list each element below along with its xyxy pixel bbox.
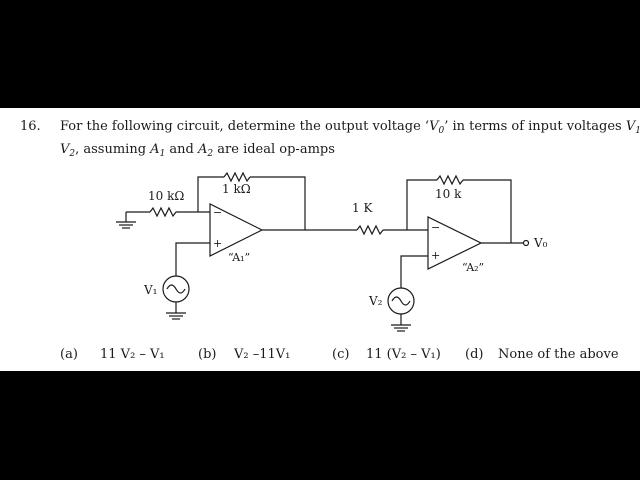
opamp-a1-plus: +: [213, 237, 222, 250]
option-a-text: 11 V₂ – V₁: [100, 347, 165, 362]
resistor-r1-label: 10 kΩ: [148, 189, 184, 203]
opamp-a2-plus: +: [431, 249, 440, 262]
wire: [406, 179, 437, 230]
resistor-r2-label: 1 K: [352, 201, 373, 215]
output-v0-label: V₀: [533, 236, 548, 250]
output-terminal: [522, 239, 530, 247]
sine-icon: [391, 296, 411, 306]
option-d-letter: (d): [465, 347, 484, 362]
ground-symbol-left: [116, 212, 136, 229]
question-text-line-1: For the following circuit, determine the…: [60, 119, 640, 136]
wire: [400, 255, 428, 288]
option-b-text: V₂ –11V₁: [234, 347, 291, 362]
resistor-rf1: [223, 171, 251, 183]
opamp-a1-label: “A₁”: [228, 251, 250, 264]
circuit-diagram: − + “A₁” V₁ − + “A₂” V₀ V₂: [116, 171, 548, 332]
resistor-rf2: [436, 174, 464, 186]
question-text: ’ in terms of input voltages: [444, 119, 626, 134]
opamp-a2: [427, 216, 483, 270]
option-d-text: None of the above: [498, 347, 619, 362]
ground-symbol-v2: [391, 324, 411, 332]
a1-symbol: A1: [150, 142, 166, 159]
wire: [463, 179, 512, 243]
option-c-text: 11 (V₂ – V₁): [366, 347, 441, 362]
opamp-a1: [209, 203, 264, 257]
source-v1-label: V₁: [143, 283, 157, 297]
wire: [175, 242, 210, 276]
resistor-rf1-label: 1 kΩ: [222, 182, 251, 196]
question-sheet: 16. For the following circuit, determine…: [0, 108, 640, 371]
wire: [250, 176, 306, 230]
v1-symbol: V1: [625, 119, 640, 136]
question-text: and: [165, 142, 199, 157]
v2-symbol: V2: [60, 142, 76, 159]
source-v2-label: V₂: [368, 294, 383, 308]
resistor-r1: [149, 206, 177, 218]
v0-symbol: V0: [429, 119, 445, 136]
wire: [197, 176, 224, 212]
question-text-line-2: V2, assuming A1 and A2 are ideal op-amps: [60, 142, 335, 159]
ground-symbol-v1: [166, 312, 186, 320]
question-text: For the following circuit, determine the…: [60, 119, 430, 134]
question-text: , assuming: [75, 142, 151, 157]
opamp-a2-minus: −: [431, 221, 440, 234]
question-text: are ideal op-amps: [213, 142, 335, 157]
question-number: 16.: [20, 119, 41, 134]
resistor-r2: [356, 224, 384, 236]
resistor-rf2-label: 10 k: [435, 187, 462, 201]
option-c-letter: (c): [332, 347, 350, 362]
a2-symbol: A2: [198, 142, 214, 159]
option-a-letter: (a): [60, 347, 78, 362]
option-b-letter: (b): [198, 347, 217, 362]
sine-icon: [166, 284, 186, 294]
opamp-a1-minus: −: [213, 206, 222, 219]
opamp-a2-label: “A₂”: [462, 261, 484, 274]
